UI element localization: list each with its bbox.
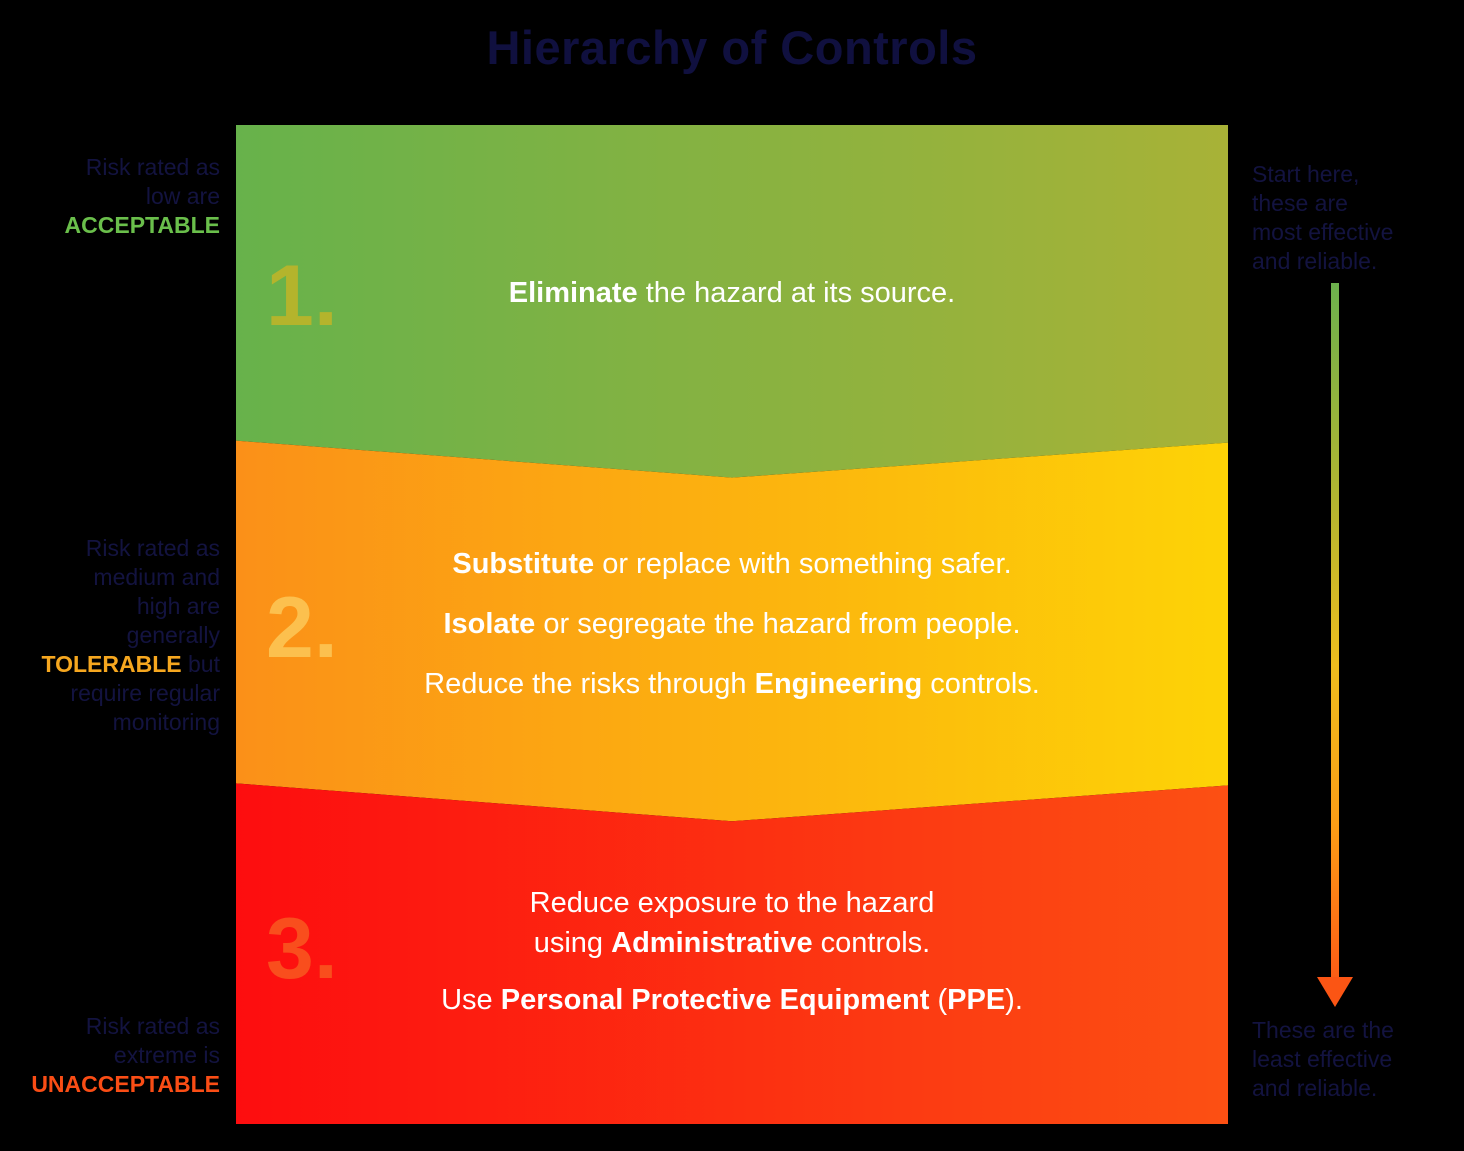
risk-note-text: but — [181, 651, 220, 677]
band-2-text-engineering: Reduce the risks through Engineering con… — [236, 666, 1228, 702]
band-2-text-rest: or segregate the hazard from people. — [535, 608, 1021, 640]
band-2-text-pre: Reduce the risks through — [424, 668, 755, 700]
band-2-text-isolate: Isolate or segregate the hazard from peo… — [236, 606, 1228, 642]
note-line: most effective — [1252, 219, 1394, 245]
risk-note-line: Risk rated as — [85, 535, 220, 561]
risk-keyword-unacceptable: UNACCEPTABLE — [31, 1071, 220, 1097]
band-2-text-substitute: Substitute or replace with something saf… — [236, 546, 1228, 582]
band-3-text-line1: Reduce exposure to the hazard — [529, 887, 935, 919]
band-3-text-paren: ). — [1005, 984, 1023, 1016]
band-1-eliminate — [236, 125, 1228, 478]
band-2-text-post: controls. — [922, 668, 1040, 700]
hierarchy-bands: 1. 2. 3. Eliminate the hazard at its sou… — [236, 125, 1228, 1124]
band-3-number: 3. — [266, 901, 338, 997]
band-3-text-paren: ( — [929, 984, 948, 1016]
note-line: and reliable. — [1252, 248, 1378, 274]
risk-note-line: extreme is — [113, 1042, 220, 1068]
band-2-substitute-isolate-engineering — [236, 440, 1228, 822]
note-line: Start here, — [1252, 161, 1360, 187]
band-3-keyword-ppe-full: Personal Protective Equipment — [500, 984, 930, 1016]
band-2-text-rest: or replace with something safer. — [594, 548, 1012, 580]
risk-keyword-tolerable: TOLERABLE — [41, 651, 182, 677]
page-title: Hierarchy of Controls — [486, 21, 978, 74]
band-1-number: 1. — [266, 248, 338, 344]
risk-note-unacceptable: Risk rated as extreme is UNACCEPTABLE — [15, 1012, 220, 1099]
band-3-text-pre: using — [533, 927, 612, 959]
risk-note-line: high are — [136, 593, 220, 619]
risk-note-line: TOLERABLE but — [15, 650, 220, 679]
effectiveness-arrow-icon — [1317, 283, 1353, 1007]
note-line: these are — [1252, 190, 1348, 216]
risk-note-acceptable: Risk rated as low are ACCEPTABLE — [15, 153, 220, 240]
effectiveness-note-top: Start here, these are most effective and… — [1252, 160, 1462, 276]
risk-note-line: generally — [126, 622, 220, 648]
band-2-number: 2. — [266, 580, 338, 676]
band-3-text-pre: Use — [441, 984, 501, 1016]
risk-note-line: medium and — [93, 564, 220, 590]
risk-note-line: low are — [145, 183, 220, 209]
band-3-text-administrative: using Administrative controls. — [236, 925, 1228, 961]
band-1-text: Eliminate the hazard at its source. — [236, 275, 1228, 311]
band-2-keyword-engineering: Engineering — [754, 668, 923, 700]
band-1-keyword: Eliminate — [508, 277, 638, 309]
band-3-text-post: controls. — [812, 927, 931, 959]
risk-note-line: require regular — [70, 680, 220, 706]
note-line: These are the — [1252, 1017, 1394, 1043]
band-3-keyword-administrative: Administrative — [611, 927, 813, 959]
band-2-keyword-isolate: Isolate — [443, 608, 536, 640]
arrow-shaft — [1331, 283, 1339, 979]
risk-note-tolerable: Risk rated as medium and high are genera… — [15, 534, 220, 737]
band-3-keyword-ppe: PPE — [947, 984, 1006, 1016]
risk-note-line: Risk rated as — [85, 154, 220, 180]
effectiveness-note-bottom: These are the least effective and reliab… — [1252, 1016, 1462, 1103]
arrow-head-down-icon — [1317, 977, 1353, 1007]
band-3-administrative-ppe — [236, 783, 1228, 1124]
note-line: and reliable. — [1252, 1075, 1378, 1101]
band-3-text-ppe: Use Personal Protective Equipment (PPE). — [236, 982, 1228, 1018]
band-2-keyword-substitute: Substitute — [452, 548, 595, 580]
risk-note-line: monitoring — [112, 709, 220, 735]
band-1-text-rest: the hazard at its source. — [637, 277, 956, 309]
note-line: least effective — [1252, 1046, 1393, 1072]
risk-note-line: Risk rated as — [85, 1013, 220, 1039]
risk-keyword-acceptable: ACCEPTABLE — [64, 212, 220, 238]
